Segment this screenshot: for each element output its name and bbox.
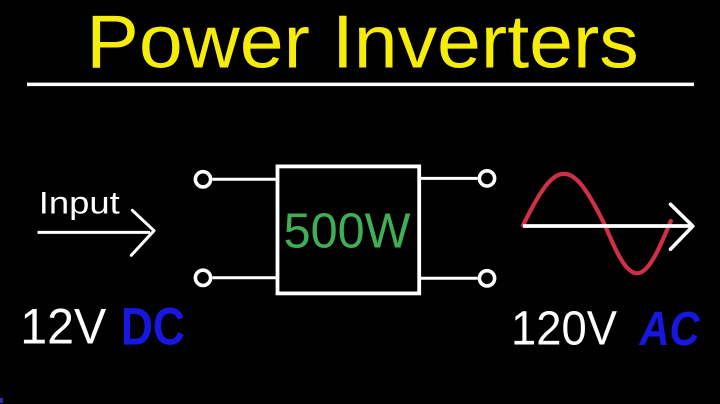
svg-text:DC: DC [121,298,185,357]
svg-text:12V: 12V [20,299,107,355]
svg-text:Power Inverters: Power Inverters [86,0,638,84]
svg-text:Input: Input [39,185,120,221]
svg-text:AC: AC [639,302,701,356]
svg-text:500W: 500W [284,204,411,259]
svg-text:120V: 120V [511,303,617,356]
